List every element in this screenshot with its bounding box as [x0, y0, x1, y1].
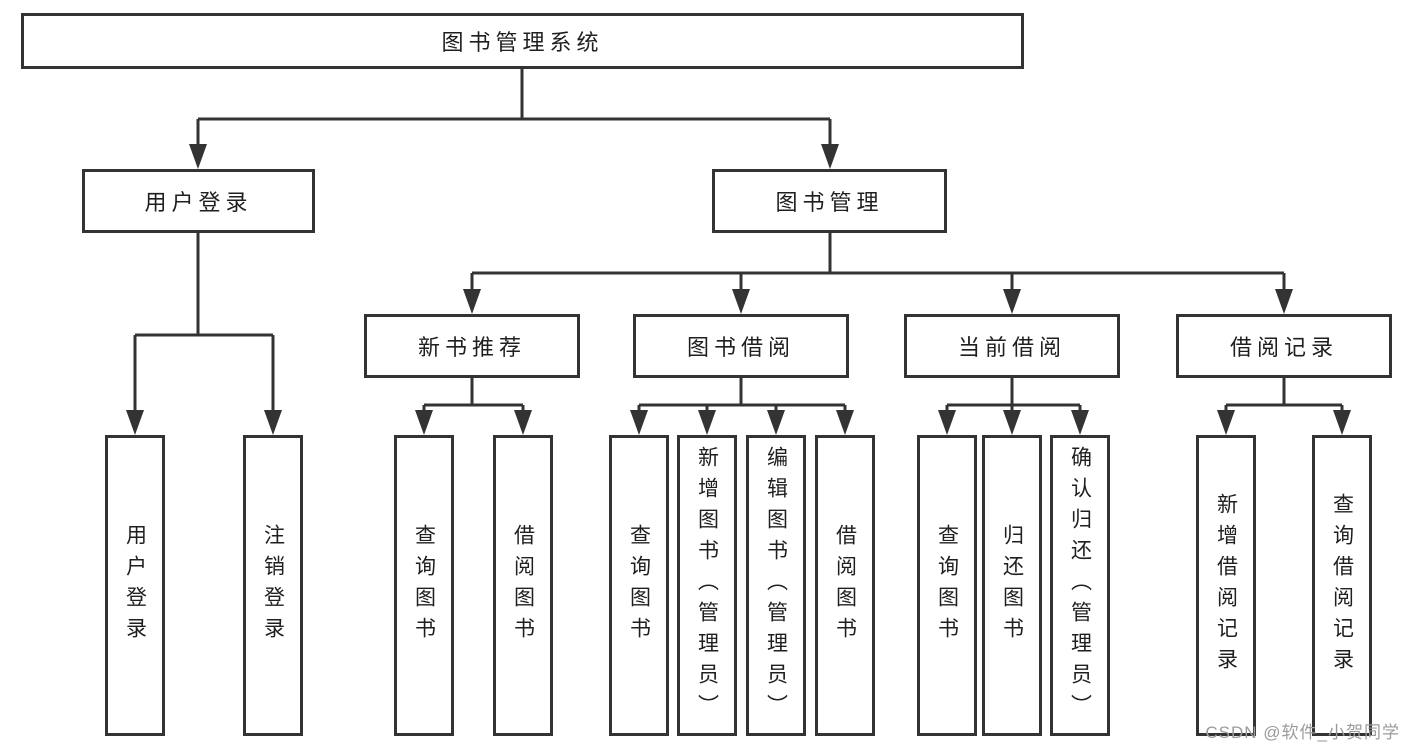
- leaf-query-books-current: 查询图书: [917, 435, 977, 736]
- node-current-borrowing: 当前借阅: [904, 314, 1120, 378]
- leaf-return-books-label: 归还图书: [1000, 523, 1024, 648]
- node-new-book-recommendation: 新书推荐: [364, 314, 580, 378]
- node-borrowing-records-label: 借阅记录: [1229, 335, 1338, 360]
- leaf-logout-label: 注销登录: [261, 523, 285, 648]
- leaf-logout: 注销登录: [243, 435, 303, 736]
- leaf-query-books-current-label: 查询图书: [935, 523, 959, 648]
- node-book-management-label: 图书管理: [775, 190, 884, 215]
- leaf-query-books-borrow: 查询图书: [609, 435, 669, 736]
- leaf-confirm-return-admin-label: 确认归还（管理员）: [1068, 446, 1092, 725]
- node-user-login-label: 用户登录: [144, 190, 253, 215]
- leaf-add-borrow-record-label: 新增借阅记录: [1214, 492, 1238, 679]
- node-book-borrowing-label: 图书借阅: [686, 335, 795, 360]
- leaf-confirm-return-admin: 确认归还（管理员）: [1050, 435, 1110, 736]
- node-current-borrowing-label: 当前借阅: [957, 335, 1066, 360]
- leaf-borrow-books-recommend: 借阅图书: [493, 435, 553, 736]
- leaf-user-login-label: 用户登录: [123, 523, 147, 648]
- connector-lines: [133, 69, 1344, 414]
- node-borrowing-records: 借阅记录: [1176, 314, 1392, 378]
- node-book-borrowing: 图书借阅: [633, 314, 849, 378]
- leaf-query-books-borrow-label: 查询图书: [627, 523, 651, 648]
- leaf-borrow-books: 借阅图书: [815, 435, 875, 736]
- leaf-add-books-admin-label: 新增图书（管理员）: [695, 446, 719, 725]
- leaf-add-books-admin: 新增图书（管理员）: [677, 435, 737, 736]
- node-new-book-recommendation-label: 新书推荐: [417, 335, 526, 360]
- leaf-query-borrow-record: 查询借阅记录: [1312, 435, 1372, 736]
- arrowhead-icons: [126, 144, 1351, 435]
- node-root: 图书管理系统: [21, 13, 1024, 69]
- leaf-edit-books-admin: 编辑图书（管理员）: [746, 435, 806, 736]
- leaf-add-borrow-record: 新增借阅记录: [1196, 435, 1256, 736]
- node-root-label: 图书管理系统: [441, 30, 604, 55]
- leaf-borrow-books-recommend-label: 借阅图书: [511, 523, 535, 648]
- leaf-user-login: 用户登录: [105, 435, 165, 736]
- node-user-login: 用户登录: [82, 169, 315, 233]
- csdn-watermark: CSDN @软件_小贺同学: [1205, 723, 1400, 742]
- leaf-borrow-books-label: 借阅图书: [833, 523, 857, 648]
- leaf-query-books-recommend-label: 查询图书: [412, 523, 436, 648]
- leaf-query-books-recommend: 查询图书: [394, 435, 454, 736]
- leaf-return-books: 归还图书: [982, 435, 1042, 736]
- node-book-management: 图书管理: [712, 169, 947, 233]
- leaf-edit-books-admin-label: 编辑图书（管理员）: [764, 446, 788, 725]
- leaf-query-borrow-record-label: 查询借阅记录: [1330, 492, 1354, 679]
